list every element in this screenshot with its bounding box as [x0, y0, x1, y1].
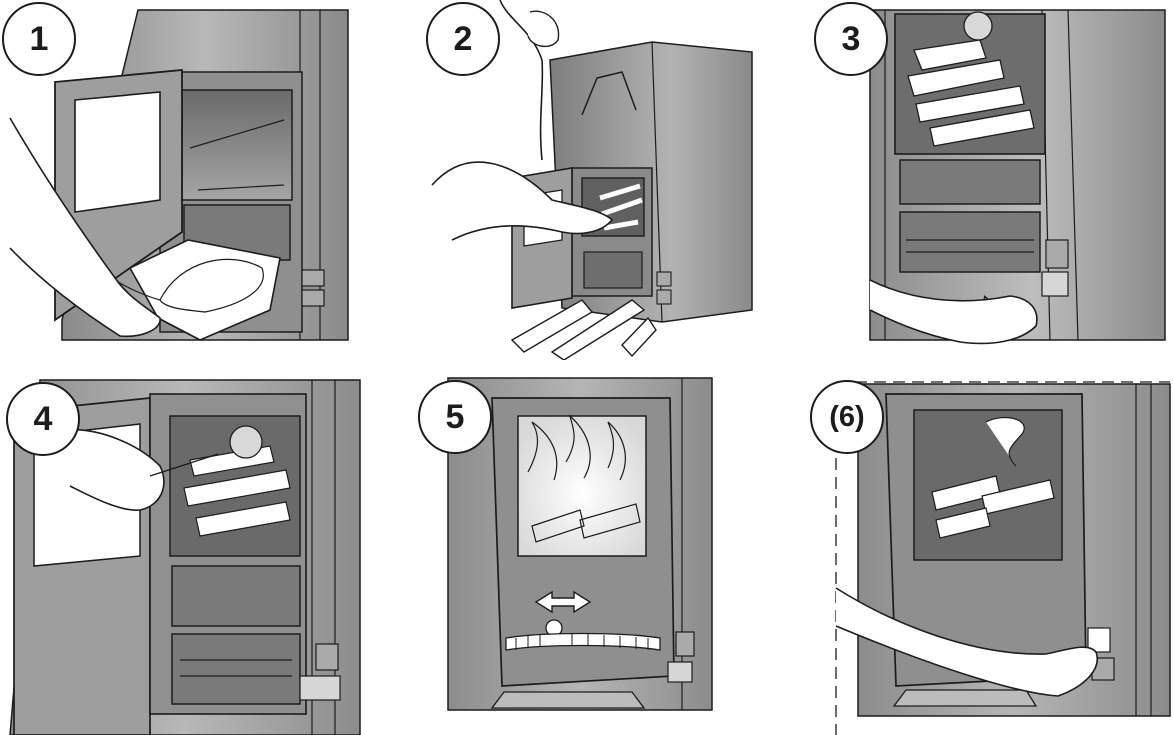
step-3-panel: 3	[810, 0, 1173, 360]
step-6-panel: (6)	[806, 376, 1173, 735]
step-2-panel: 2	[412, 0, 762, 360]
step-number-badge: 2	[426, 2, 500, 76]
step-number-badge: 5	[418, 380, 492, 454]
step-number-badge: 3	[814, 2, 888, 76]
step-number-badge: (6)	[810, 380, 884, 454]
step-4-panel: 4	[0, 376, 370, 735]
step-1-panel: 1	[0, 0, 360, 360]
step-5-panel: 5	[412, 376, 772, 735]
step-number-badge: 4	[6, 382, 80, 456]
step-number-badge: 1	[2, 2, 76, 76]
